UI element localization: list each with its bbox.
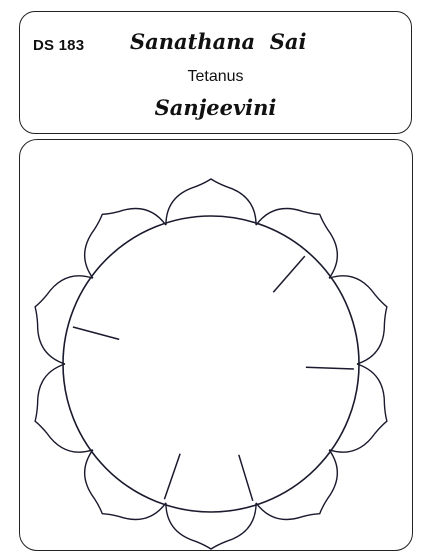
brand-name: Sanjeevini xyxy=(20,95,411,120)
diagram-frame xyxy=(19,139,413,551)
header-card: DS 183 Sanathana Sai Tetanus Sanjeevini xyxy=(19,11,412,134)
series-name: Sanathana Sai xyxy=(130,29,306,54)
card-code: DS 183 xyxy=(33,37,84,54)
card-subtitle: Tetanus xyxy=(20,68,411,86)
